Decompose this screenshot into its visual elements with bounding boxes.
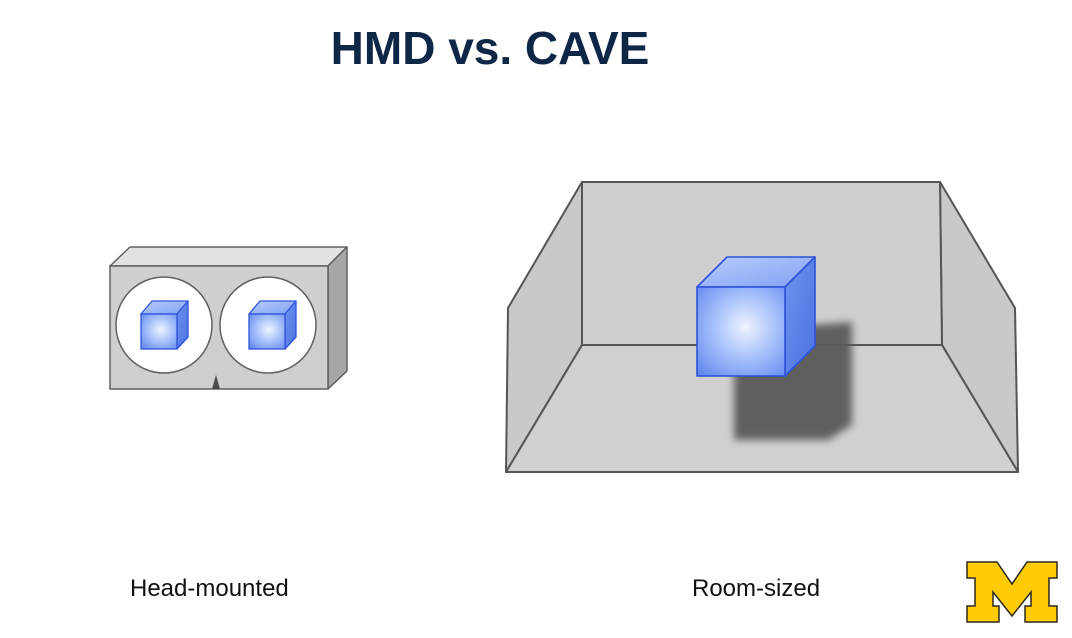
hmd-top-face [109, 246, 348, 267]
slide-title: HMD vs. CAVE [330, 22, 650, 74]
hmd-left-cube [140, 300, 189, 350]
hmd-left-lens [115, 276, 213, 374]
hmd-right-cube [248, 300, 297, 350]
caption-head-mounted: Head-mounted [130, 575, 289, 602]
hmd-nose-notch [212, 375, 220, 389]
block-m-logo [966, 561, 1058, 623]
hmd-side-face [327, 246, 348, 390]
caption-room-sized: Room-sized [692, 575, 821, 602]
hmd-device [109, 246, 348, 390]
cave-cube [696, 256, 816, 377]
cave-room [505, 181, 1019, 473]
hmd-right-lens [219, 276, 317, 374]
